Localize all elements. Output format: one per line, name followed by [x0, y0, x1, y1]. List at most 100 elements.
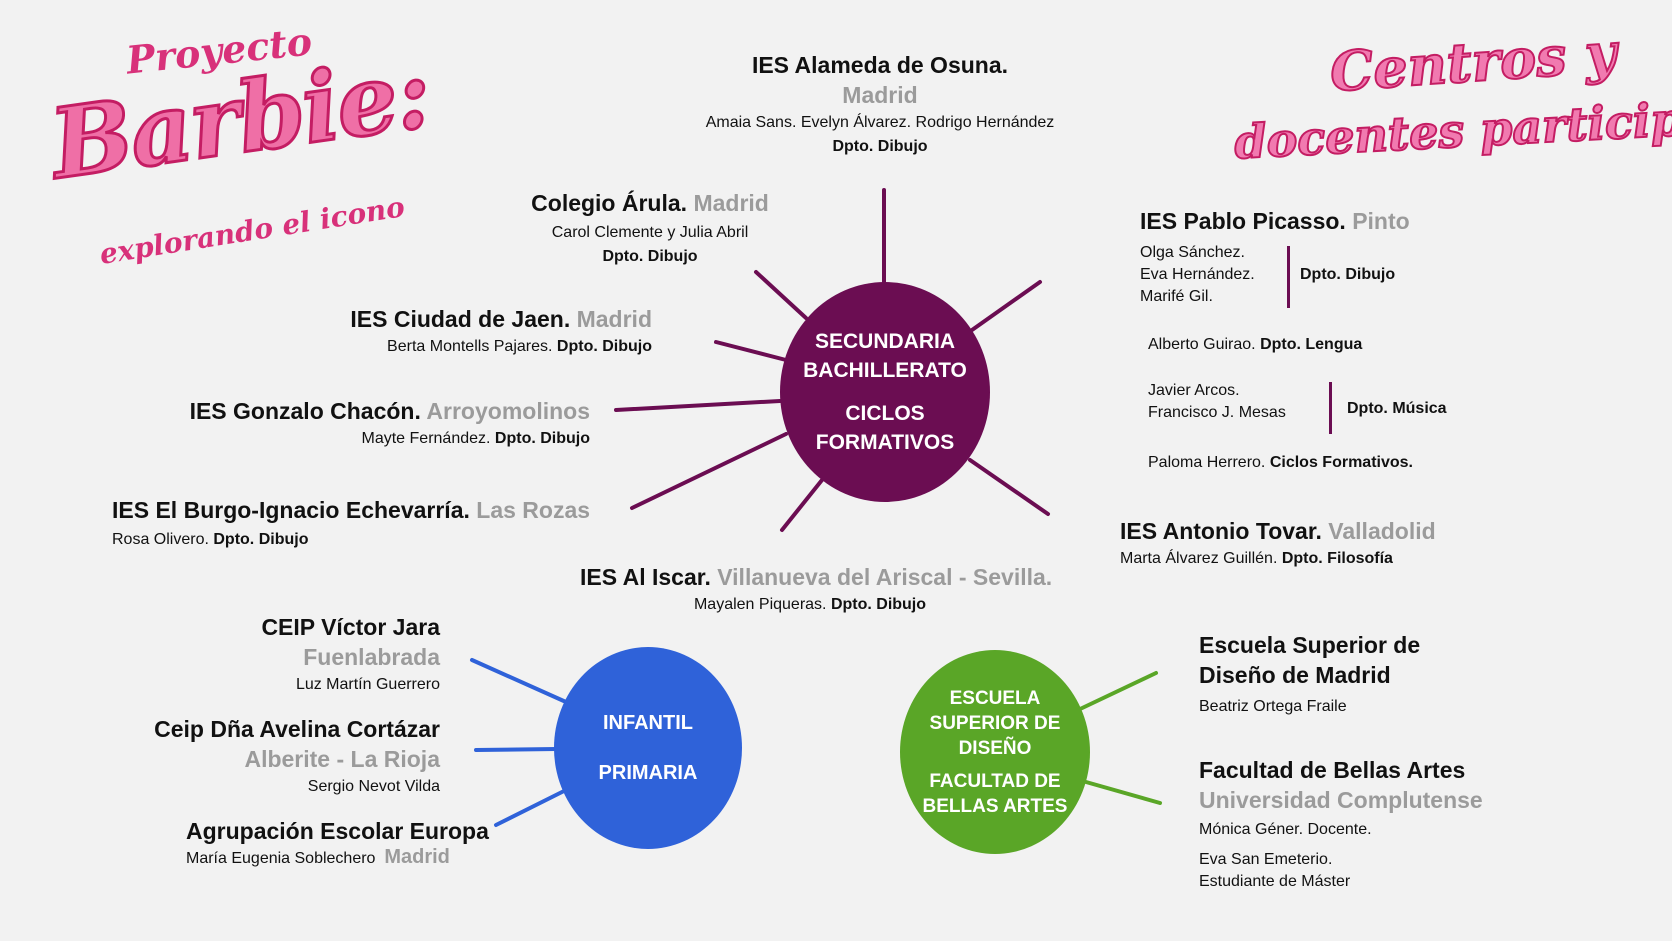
line-tovar — [968, 458, 1050, 516]
center-burgo: IES El Burgo-Ignacio Echevarría. Las Roz… — [112, 495, 592, 551]
escuela-connectors — [1076, 671, 1162, 805]
project-title-barbie: Barbie: — [42, 35, 437, 203]
center-bellas: Facultad de Bellas Artes Universidad Com… — [1199, 755, 1519, 893]
center-iscar-dept: Dpto. Dibujo — [830, 596, 927, 613]
hub-secundaria-line4: FORMATIVOS — [815, 431, 955, 454]
center-picasso-guirao-dept: Dpto. Lengua — [1260, 336, 1363, 353]
center-picasso-name: IES Pablo Picasso. — [1140, 208, 1346, 234]
line-burgo — [630, 432, 788, 510]
center-picasso-group1-person: Eva Hernández. — [1140, 266, 1255, 283]
center-picasso-herrero: Paloma Herrero. Ciclos Formativos. — [1148, 452, 1413, 474]
hub-secundaria-line3: CICLOS — [845, 402, 925, 425]
center-picasso-group2-dept: Dpto. Música — [1347, 400, 1447, 417]
secundaria-connectors — [614, 188, 1050, 532]
center-chacon-people: Mayte Fernández. — [361, 430, 491, 447]
center-burgo-dept: Dpto. Dibujo — [213, 531, 309, 548]
center-arula-name: Colegio Árula. — [531, 190, 688, 216]
center-jara-name: CEIP Víctor Jara — [261, 614, 440, 640]
line-chacon — [614, 399, 782, 412]
line-europa — [494, 788, 568, 827]
center-picasso-guirao-name: Alberto Guirao. — [1148, 336, 1256, 353]
infantil-connectors — [470, 658, 568, 827]
center-alameda-people: Amaia Sans. Evelyn Álvarez. Rodrigo Hern… — [705, 114, 1055, 131]
line-picasso — [970, 280, 1042, 332]
center-chacon-loc: Arroyomolinos — [426, 398, 590, 424]
center-jara-people: Luz Martín Guerrero — [295, 676, 440, 693]
center-cortazar-loc: Alberite - La Rioja — [244, 746, 440, 772]
center-alameda-dept: Dpto. Dibujo — [832, 138, 928, 155]
center-arula-dept: Dpto. Dibujo — [602, 248, 698, 265]
hub-infantil-line2: PRIMARIA — [598, 762, 698, 784]
hub-secundaria-line2: BACHILLERATO — [803, 359, 967, 382]
center-esdm-people: Beatriz Ortega Fraile — [1199, 698, 1347, 715]
center-jaen: IES Ciudad de Jaen. Madrid Berta Montell… — [300, 304, 652, 358]
center-bellas-person2-name: Eva San Emeterio. — [1199, 851, 1333, 868]
line-arula — [754, 270, 808, 320]
center-arula-loc: Madrid — [693, 190, 769, 216]
center-esdm-name-line2: Diseño de Madrid — [1199, 662, 1391, 688]
center-cortazar: Ceip Dña Avelina Cortázar Alberite - La … — [140, 714, 440, 798]
line-iscar — [780, 478, 824, 532]
center-alameda-name: IES Alameda de Osuna. — [751, 52, 1009, 78]
hub-escuela-line5: BELLAS ARTES — [922, 795, 1068, 817]
center-cortazar-name: Ceip Dña Avelina Cortázar — [154, 716, 440, 742]
hub-secundaria-line1: SECUNDARIA — [814, 330, 955, 353]
center-tovar-people: Marta Álvarez Guillén. — [1120, 550, 1278, 567]
center-jaen-loc: Madrid — [576, 306, 652, 332]
center-chacon: IES Gonzalo Chacón. Arroyomolinos Mayte … — [160, 396, 590, 450]
center-picasso: IES Pablo Picasso. Pinto Olga Sánchez. E… — [1140, 206, 1590, 476]
center-europa-name: Agrupación Escolar Europa — [186, 818, 489, 844]
center-arula-people: Carol Clemente y Julia Abril — [551, 224, 749, 241]
center-burgo-people: Rosa Olivero. — [112, 531, 209, 548]
center-iscar-people: Mayalen Piqueras. — [693, 596, 827, 613]
line-cortazar — [474, 747, 558, 752]
center-tovar-loc: Valladolid — [1328, 518, 1436, 544]
center-picasso-group2-person: Javier Arcos. — [1148, 382, 1240, 399]
center-esdm-name-line1: Escuela Superior de — [1199, 632, 1421, 658]
center-jara: CEIP Víctor Jara Fuenlabrada Luz Martín … — [200, 612, 440, 696]
center-jaen-dept: Dpto. Dibujo — [556, 338, 652, 355]
hub-infantil: INFANTIL PRIMARIA — [554, 647, 742, 849]
hub-escuela: ESCUELA SUPERIOR DE DISEÑO FACULTAD DE B… — [900, 650, 1090, 854]
project-title-subtitle: explorando el icono — [97, 190, 407, 271]
hub-infantil-line1: INFANTIL — [603, 712, 693, 734]
center-burgo-name: IES El Burgo-Ignacio Echevarría. — [112, 497, 470, 523]
hub-escuela-line1: ESCUELA — [949, 687, 1041, 709]
center-jaen-name: IES Ciudad de Jaen. — [350, 306, 571, 332]
center-picasso-group1-bar — [1287, 246, 1290, 308]
center-picasso-herrero-dept: Ciclos Formativos. — [1269, 454, 1413, 471]
project-title: Proyecto Barbie: explorando el icono — [42, 18, 448, 271]
center-bellas-loc: Universidad Complutense — [1199, 787, 1483, 813]
line-jara — [470, 658, 568, 704]
line-bellas — [1084, 780, 1162, 805]
center-bellas-name: Facultad de Bellas Artes — [1199, 757, 1466, 783]
center-iscar-name: IES Al Iscar. — [580, 564, 711, 590]
hub-escuela-line3: DISEÑO — [958, 737, 1032, 759]
center-burgo-loc: Las Rozas — [476, 497, 591, 523]
center-europa: Agrupación Escolar Europa María Eugenia … — [186, 816, 489, 870]
center-picasso-group1-dept: Dpto. Dibujo — [1300, 266, 1396, 283]
hub-secundaria: SECUNDARIA BACHILLERATO CICLOS FORMATIVO… — [780, 282, 990, 502]
center-picasso-group2-person: Francisco J. Mesas — [1148, 404, 1286, 421]
center-tovar-dept: Dpto. Filosofía — [1281, 550, 1393, 567]
center-chacon-dept: Dpto. Dibujo — [494, 430, 590, 447]
center-picasso-group1-person: Olga Sánchez. — [1140, 244, 1245, 261]
center-picasso-herrero-name: Paloma Herrero. — [1148, 454, 1266, 471]
center-alameda: IES Alameda de Osuna. Madrid Amaia Sans.… — [664, 50, 1096, 158]
center-bellas-person1: Mónica Géner. Docente. — [1199, 821, 1372, 838]
center-arula: Colegio Árula. Madrid Carol Clemente y J… — [500, 188, 800, 268]
center-europa-loc: Madrid — [384, 846, 450, 868]
center-jara-loc: Fuenlabrada — [303, 644, 440, 670]
center-alameda-loc: Madrid — [842, 82, 918, 108]
center-picasso-guirao: Alberto Guirao. Dpto. Lengua — [1148, 334, 1362, 356]
center-chacon-name: IES Gonzalo Chacón. — [189, 398, 421, 424]
center-iscar: IES Al Iscar. Villanueva del Ariscal - S… — [580, 562, 1052, 616]
center-picasso-loc: Pinto — [1352, 208, 1410, 234]
center-tovar-name: IES Antonio Tovar. — [1120, 518, 1322, 544]
center-picasso-group1-person: Marifé Gil. — [1140, 288, 1213, 305]
hub-escuela-line2: SUPERIOR DE — [929, 712, 1061, 734]
center-tovar: IES Antonio Tovar. Valladolid Marta Álva… — [1120, 516, 1580, 570]
center-picasso-group1: Olga Sánchez. Eva Hernández. Marifé Gil. — [1140, 242, 1255, 308]
line-esdm — [1076, 671, 1158, 712]
